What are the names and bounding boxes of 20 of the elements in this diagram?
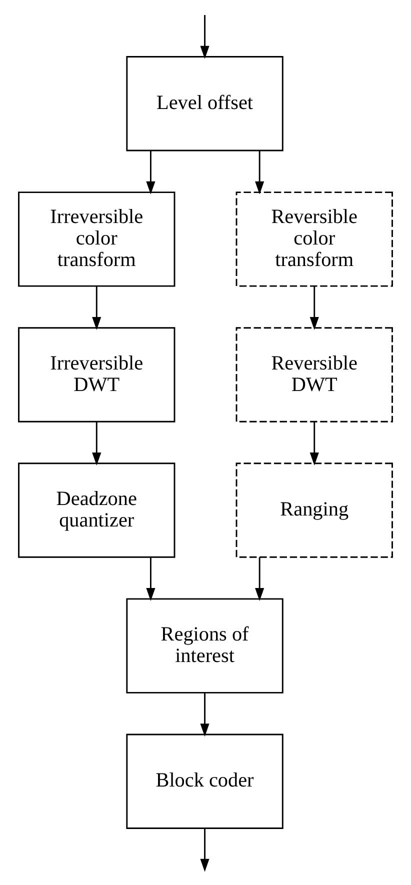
arrow	[255, 557, 264, 602]
arrow	[146, 557, 156, 602]
node-box: Level offset	[126, 56, 284, 152]
arrow	[310, 422, 319, 466]
arrow	[310, 286, 319, 330]
arrow	[200, 15, 210, 59]
arrow	[255, 150, 264, 194]
node-box: Regions of interest	[126, 598, 284, 694]
node-box: Irreversible DWT	[18, 327, 176, 422]
arrow	[146, 150, 156, 194]
arrow	[200, 828, 210, 872]
arrow	[92, 422, 102, 466]
node-box: Ranging	[236, 462, 393, 558]
arrow	[92, 286, 102, 330]
node-box: Reversible color transform	[236, 192, 393, 287]
node-box: Block coder	[126, 734, 284, 829]
node-box: Irreversible color transform	[18, 192, 176, 287]
node-box: Deadzone quantizer	[18, 462, 176, 558]
node-box: Reversible DWT	[236, 327, 393, 422]
arrow	[200, 692, 210, 737]
